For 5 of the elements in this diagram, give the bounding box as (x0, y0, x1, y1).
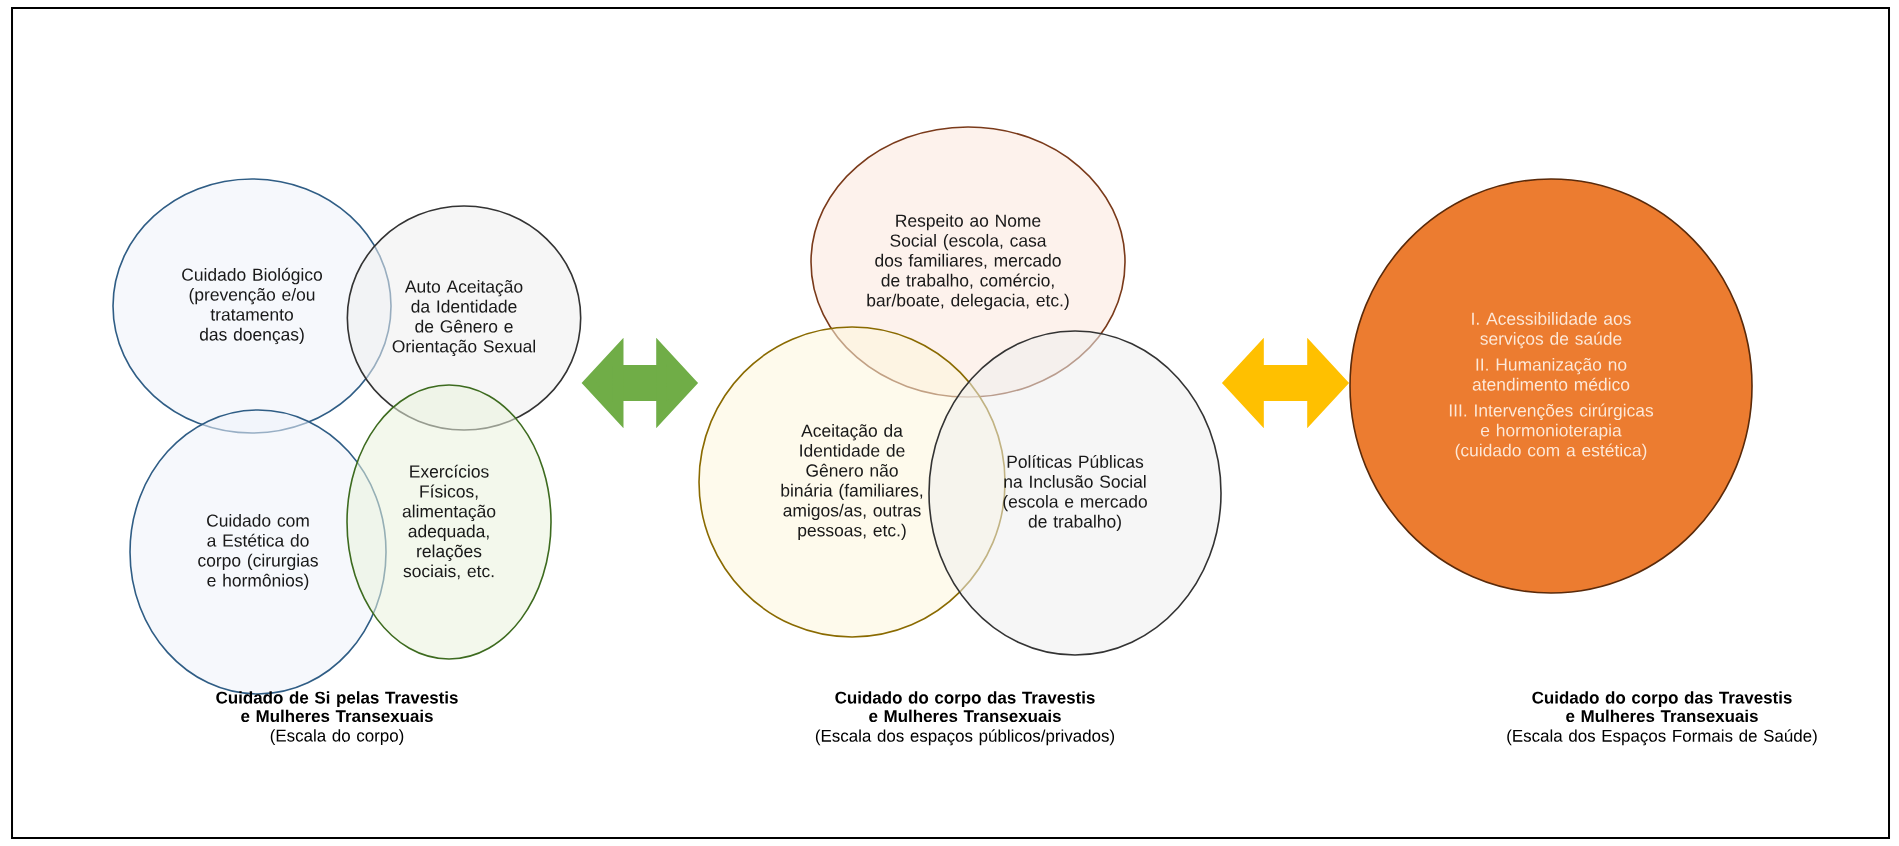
caption-heading: Cuidado do corpo das Travestis e Mulheres Transexuais (835, 691, 1095, 723)
caption-subtitle: (Escala do corpo) (270, 729, 404, 745)
caption-subtitle: (Escala dos Espaços Formais de Saúde) (1507, 729, 1817, 746)
caption-heading: Cuidado do corpo das Travestis e Mulheres Transexuais (1532, 691, 1792, 723)
caption-subtitle: (Escala dos espaços públicos/privados) (815, 729, 1115, 746)
